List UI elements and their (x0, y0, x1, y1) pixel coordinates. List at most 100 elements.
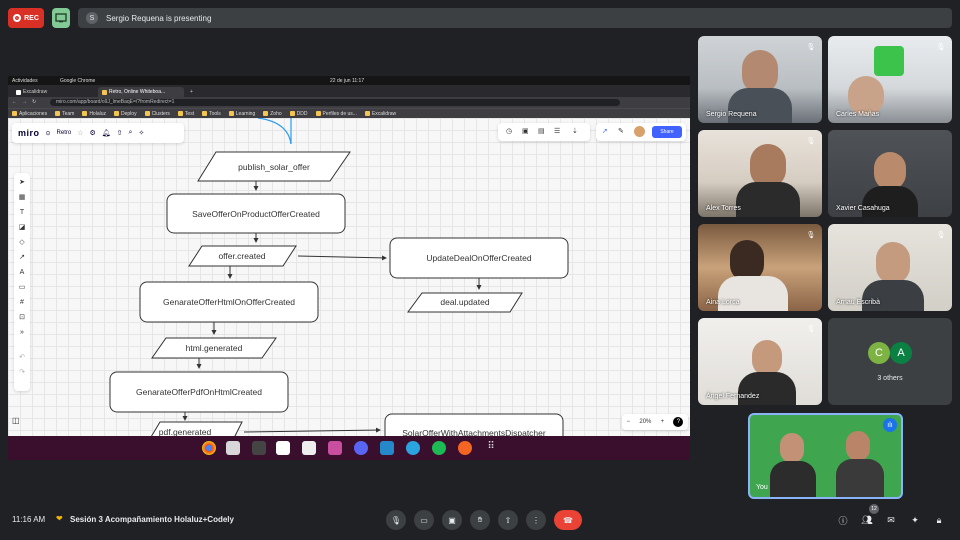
phpstorm-icon[interactable] (328, 441, 342, 455)
zoom-out-icon[interactable]: − (626, 419, 631, 425)
vscode-icon[interactable] (380, 441, 394, 455)
info-button[interactable]: ⓘ (838, 515, 848, 526)
participant-tile[interactable]: 🎙︎ Carles Mañas (828, 36, 952, 123)
notes-icon[interactable]: ☰ (554, 128, 561, 135)
others-tile[interactable]: C A 3 others (828, 318, 952, 405)
end-call-button[interactable]: ☎︎ (554, 510, 582, 530)
notifications-icon[interactable]: 🔔︎ (101, 130, 111, 137)
bookmark-item[interactable]: Zoho (263, 111, 282, 117)
present-button[interactable]: ⇧ (498, 510, 518, 530)
shape-publish[interactable] (197, 151, 351, 182)
share-button[interactable]: Share (652, 126, 682, 138)
apps-grid-icon[interactable]: ⠿ (487, 441, 495, 452)
activities-button[interactable]: ✦ (911, 514, 919, 525)
bookmark-item[interactable]: Tools (202, 111, 221, 117)
magic-icon[interactable]: ✧ (138, 130, 145, 137)
upload-icon[interactable]: ⇧ (116, 130, 123, 137)
frames-panel-icon[interactable]: ◫ (12, 416, 20, 425)
participant-tile[interactable]: 🎙︎ Aina Lorca (698, 224, 822, 311)
more-options-button[interactable]: ⋮ (526, 510, 546, 530)
bookmark-item[interactable]: DDD (289, 111, 308, 117)
participant-tile[interactable]: Xavier Casahuga (828, 130, 952, 217)
browser-tab-miro[interactable]: Retro, Online Whiteboa... (98, 87, 184, 97)
shape-html-generated[interactable] (151, 337, 277, 359)
templates-icon[interactable]: ▦ (18, 194, 26, 201)
reload-icon[interactable]: ↻ (32, 99, 37, 105)
browser-tab-excalidraw[interactable]: Excalidraw (12, 87, 96, 97)
bookmark-item[interactable]: Learning (228, 111, 255, 117)
bookmark-item[interactable]: Test (177, 110, 195, 117)
shapes-icon[interactable]: ◇ (19, 239, 25, 246)
frame-icon[interactable]: # (20, 298, 24, 306)
participant-tile[interactable]: 🎙︎ Sergio Requena (698, 36, 822, 123)
shape-deal-updated[interactable] (407, 292, 523, 313)
shape-dispatcher[interactable] (384, 413, 564, 436)
url-input[interactable]: miro.com/app/board/o9J_lmeBaqE=/?fromRed… (50, 99, 620, 106)
select-tool-icon[interactable]: ➤ (19, 179, 25, 186)
more-tools-icon[interactable]: » (20, 328, 24, 336)
bookmark-item[interactable]: Clusters (144, 111, 170, 117)
presentation-icon[interactable] (52, 8, 70, 28)
cursor-icon[interactable]: ➚ (602, 128, 608, 135)
bookmark-item[interactable]: Perfiles de us... (315, 111, 357, 117)
participant-tile[interactable]: 🎙︎ Arnau Escribà (828, 224, 952, 311)
people-button[interactable]: 👥︎12 (858, 504, 879, 530)
board-name[interactable]: Retro (56, 130, 72, 136)
sticky-note-icon[interactable]: ◪ (18, 224, 26, 231)
activities-label[interactable]: Actividades (12, 78, 38, 84)
shape-generate-html[interactable] (139, 281, 319, 323)
text-tool-icon[interactable]: T (19, 208, 25, 216)
files-icon[interactable] (226, 441, 240, 455)
microphone-button[interactable]: 🎙︎ (386, 510, 406, 530)
participant-tile[interactable]: 🎙︎ Alex Torres (698, 130, 822, 217)
self-view-tile[interactable]: ılı You (748, 413, 903, 499)
connector-icon[interactable]: ↗ (19, 254, 25, 261)
raise-hand-button[interactable]: ✋︎ (470, 510, 490, 530)
shape-offer-created[interactable] (188, 245, 297, 267)
search-icon[interactable]: ⌕ (128, 129, 133, 136)
bookmark-item[interactable]: Holaluz (82, 111, 106, 117)
bookmark-item[interactable]: Deploy (114, 111, 137, 117)
host-controls-button[interactable]: 🔒︎ (936, 514, 942, 525)
participant-name: Arnau Escribà (836, 299, 880, 306)
participant-tile[interactable]: 🎙︎ Ángel Fernandez (698, 318, 822, 405)
forward-icon[interactable]: → (22, 99, 27, 105)
postman-icon[interactable] (302, 441, 316, 455)
star-icon[interactable]: ☆ (77, 130, 84, 137)
call-controls: 🎙︎ ▭ ▣ ✋︎ ⇧ ⋮ ☎︎ (386, 510, 582, 532)
chrome-icon[interactable] (202, 441, 216, 455)
vote-icon[interactable]: ▤ (538, 128, 545, 135)
miro-board-canvas[interactable]: publish_solar_offer SaveOfferOnProductOf… (8, 118, 690, 436)
bookmark-label: Test (184, 110, 195, 117)
help-icon[interactable]: ? (673, 417, 684, 427)
camera-button[interactable]: ▭ (414, 510, 434, 530)
zoom-in-icon[interactable]: + (660, 419, 665, 425)
chat-button[interactable]: ✉ (887, 514, 895, 525)
video-icon[interactable]: ▣ (522, 128, 529, 135)
spotify-icon[interactable] (432, 441, 446, 455)
pen-icon[interactable]: A (19, 268, 25, 276)
bookmark-item[interactable]: Aplicaciones (12, 111, 47, 117)
shape-pdf-generated[interactable] (148, 421, 243, 436)
back-icon[interactable]: ← (12, 99, 17, 105)
undo-icon[interactable]: ↶ (19, 354, 25, 361)
bookmark-item[interactable]: Team (55, 111, 74, 117)
upload-tool-icon[interactable]: ⊡ (19, 314, 25, 321)
zoom-level[interactable]: 20% (639, 419, 652, 425)
shape-generate-pdf[interactable] (109, 371, 289, 413)
redo-icon[interactable]: ↷ (19, 369, 25, 376)
comment-icon[interactable]: ▭ (18, 284, 26, 291)
more-icon[interactable]: ⇣ (572, 128, 578, 135)
new-tab-button[interactable]: + (190, 89, 193, 95)
reactions-icon[interactable]: ✎ (618, 128, 624, 135)
bookmark-item[interactable]: Excalidraw (364, 111, 396, 117)
captions-button[interactable]: ▣ (442, 510, 462, 530)
terminal-icon[interactable] (252, 441, 266, 455)
telegram-icon[interactable] (406, 441, 420, 455)
timer-icon[interactable]: ◷ (506, 128, 513, 135)
discord-icon[interactable] (354, 441, 368, 455)
user-avatar[interactable] (634, 126, 645, 137)
settings-icon[interactable]: ⚙ (89, 130, 96, 137)
slack-icon[interactable] (276, 441, 290, 455)
draw-icon[interactable] (458, 441, 472, 455)
